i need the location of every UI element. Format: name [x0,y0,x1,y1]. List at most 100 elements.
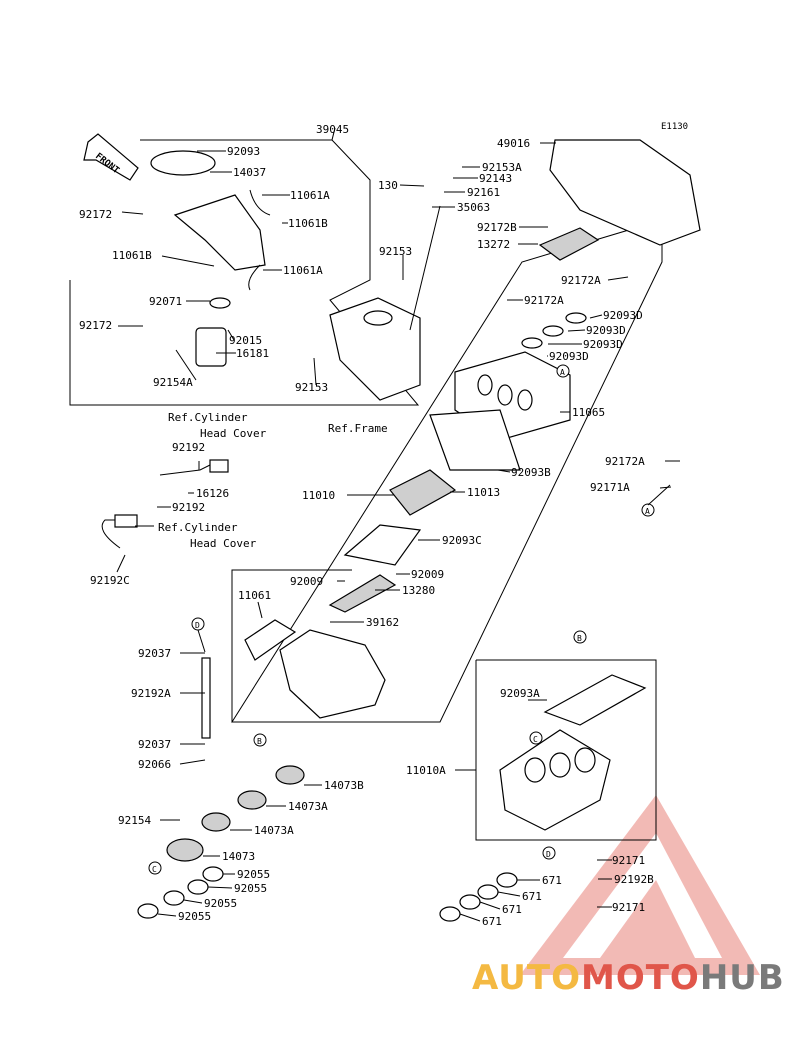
callout-a-2 [641,503,655,517]
svg-text:D: D [546,850,551,859]
label-11061b-1: 11061B [288,217,328,230]
label-92153-2: 92153 [295,381,328,394]
label-92143: 92143 [479,172,512,185]
plate-13272 [538,227,600,261]
label-92161: 92161 [467,186,500,199]
hose-92192a [201,657,211,739]
label-35063: 35063 [457,201,490,214]
label-92093d-1: 92093D [603,309,643,322]
label-16181: 16181 [236,347,269,360]
label-14037: 14037 [233,166,266,179]
label-92009-2: 92009 [411,568,444,581]
watermark-part2: MOTO [580,958,700,998]
label-92192c: 92192C [90,574,130,587]
diagram-id: E1130 [661,122,688,132]
svg-text:C: C [533,735,538,744]
ref-cyl-head-cover-2-line2: Head Cover [190,537,257,550]
label-92172-2: 92172 [79,319,112,332]
joint-14073a-1 [237,790,267,810]
label-92009-1: 92009 [290,575,323,588]
label-92192-1: 92192 [172,441,205,454]
label-671-3: 671 [502,903,522,916]
label-92171a: 92171A [590,481,630,494]
label-92055-3: 92055 [204,897,237,910]
lower-case [279,629,386,719]
group-frame-box [69,139,420,406]
svg-text:D: D [195,621,200,630]
label-92192a: 92192A [131,687,171,700]
front-arrow-icon: FRONT [83,133,139,181]
label-39045: 39045 [316,123,349,136]
part-labels: 39045 92093 14037 11061A 11061B 92172 11… [79,123,654,928]
intake-duct-14037 [173,194,266,271]
hose-11061a-2 [248,264,261,291]
label-13280: 13280 [402,584,435,597]
lower-housing-11010a [499,729,611,831]
label-671-4: 671 [482,915,502,928]
callout-c-1 [529,731,543,745]
port-ring [363,310,393,326]
label-92153a: 92153A [482,161,522,174]
label-92055-4: 92055 [178,910,211,923]
label-92192b: 92192B [614,873,654,886]
watermark-part1: AUTO [472,958,581,998]
callout-b-2 [573,630,587,644]
label-92192-2: 92192 [172,501,205,514]
label-92066: 92066 [138,758,171,771]
label-92154a: 92154A [153,376,193,389]
label-92172-1: 92172 [79,208,112,221]
svg-text:B: B [257,737,262,746]
lower-housing-frame [475,659,657,841]
label-92015: 92015 [229,334,262,347]
ref-frame: Ref.Frame [328,422,388,435]
label-92055-1: 92055 [237,868,270,881]
label-11061b-2: 11061B [112,249,152,262]
hose-11061a-1 [249,189,271,216]
callout-a-1 [556,364,570,378]
label-92153-1: 92153 [379,245,412,258]
callout-b-1 [253,733,267,747]
label-92172a-2: 92172A [524,294,564,307]
pipe-92192c [101,519,130,549]
svg-text:A: A [645,507,650,516]
label-11061a-1: 11061A [290,189,330,202]
seal-92093c [343,524,422,566]
gasket-92093a [543,674,647,726]
label-92172b: 92172B [477,221,517,234]
label-13272: 13272 [477,238,510,251]
hose-11061 [244,619,297,661]
label-130: 130 [378,179,398,192]
label-14073a-1: 14073A [288,800,328,813]
label-92071: 92071 [149,295,182,308]
label-11065: 11065 [572,406,605,419]
svg-text:C: C [152,865,157,874]
label-671-2: 671 [522,890,542,903]
callout-d-2 [542,846,556,860]
label-92093d-2: 92093D [586,324,626,337]
joint-14073 [166,838,204,862]
label-39162: 39162 [366,616,399,629]
label-92171-2: 92171 [612,901,645,914]
frame-bracket [329,297,421,401]
svg-text:B: B [577,634,582,643]
gasket-49016 [549,139,701,246]
label-11061a-2: 11061A [283,264,323,277]
filter-11013 [389,469,457,516]
watermark-part3: HUB [699,958,785,998]
label-92093b: 92093B [511,466,551,479]
label-92171-1: 92171 [612,854,645,867]
label-14073a-2: 14073A [254,824,294,837]
label-16126: 16126 [196,487,229,500]
label-49016: 49016 [497,137,530,150]
callout-c-2 [148,861,162,875]
label-92093d-3: 92093D [583,338,623,351]
label-92093: 92093 [227,145,260,158]
leader-lines [116,142,680,922]
label-92154: 92154 [118,814,151,827]
label-92093c: 92093C [442,534,482,547]
ref-cyl-head-cover-1-line1: Ref.Cylinder [168,411,248,424]
label-11013: 11013 [467,486,500,499]
pipe-16126 [159,464,211,476]
ref-cyl-head-cover-2-line1: Ref.Cylinder [158,521,238,534]
